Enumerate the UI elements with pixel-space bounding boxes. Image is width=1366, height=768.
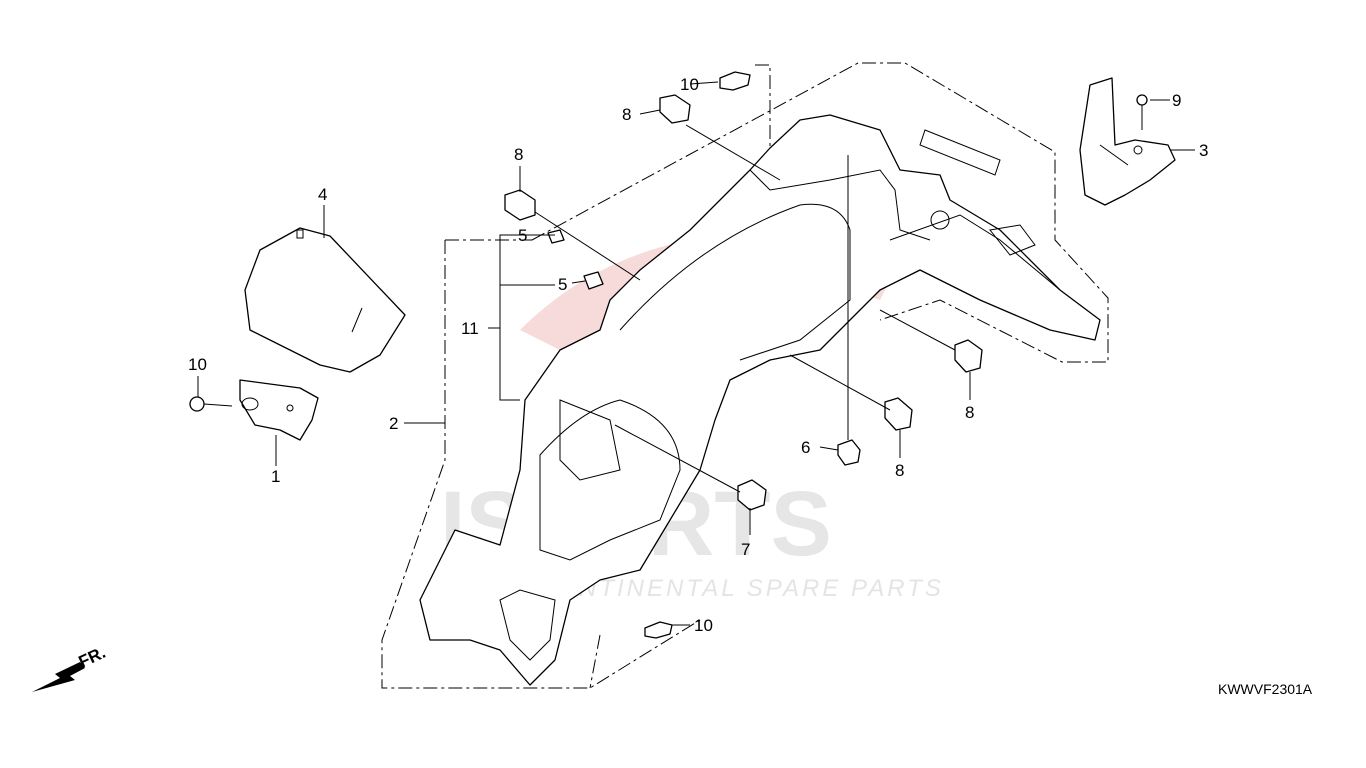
diagram-code: KWWVF2301A [1218,681,1313,697]
callout-10b: 10 [188,355,207,374]
fasteners [189,71,1148,639]
callout-8a: 8 [514,145,523,164]
nut-5b [583,271,604,290]
callout-11: 11 [461,319,479,338]
callout-5b: 5 [558,275,567,294]
bolt-10b-head [189,396,205,412]
callout-8b: 8 [622,105,631,124]
callout-6: 6 [801,438,810,457]
part-4-cover [244,227,406,373]
clip-7 [737,479,767,511]
callouts: 1 2 3 4 5 5 6 7 8 8 8 8 9 10 10 10 11 [188,75,1208,635]
clip-8a [504,189,536,221]
assembly-outline [381,62,1109,689]
callout-7: 7 [741,540,750,559]
arrow-left-down-icon [32,662,85,692]
callout-8c: 8 [965,403,974,422]
bolt-10a [719,71,751,91]
callout-2: 2 [389,414,398,433]
clip-8b [659,94,691,124]
callout-1: 1 [271,467,280,486]
part-3-bracket [1079,77,1176,206]
callout-5a: 5 [518,226,527,245]
rear-fender [419,114,1101,686]
callout-10a: 10 [680,75,699,94]
leader-lines [197,81,1195,626]
bolt-10c [644,621,673,639]
callout-3: 3 [1199,141,1208,160]
front-direction-indicator: FR. [32,643,109,692]
clip-8c [954,339,983,373]
screw-9-head [1136,94,1148,106]
callout-10c: 10 [694,616,713,635]
bolt-6 [837,439,861,466]
callout-8d: 8 [895,461,904,480]
callout-9: 9 [1172,91,1181,110]
part-1-bracket [239,379,319,441]
callout-4: 4 [318,185,327,204]
nut-5a [547,229,565,244]
clip-8d [884,397,913,431]
